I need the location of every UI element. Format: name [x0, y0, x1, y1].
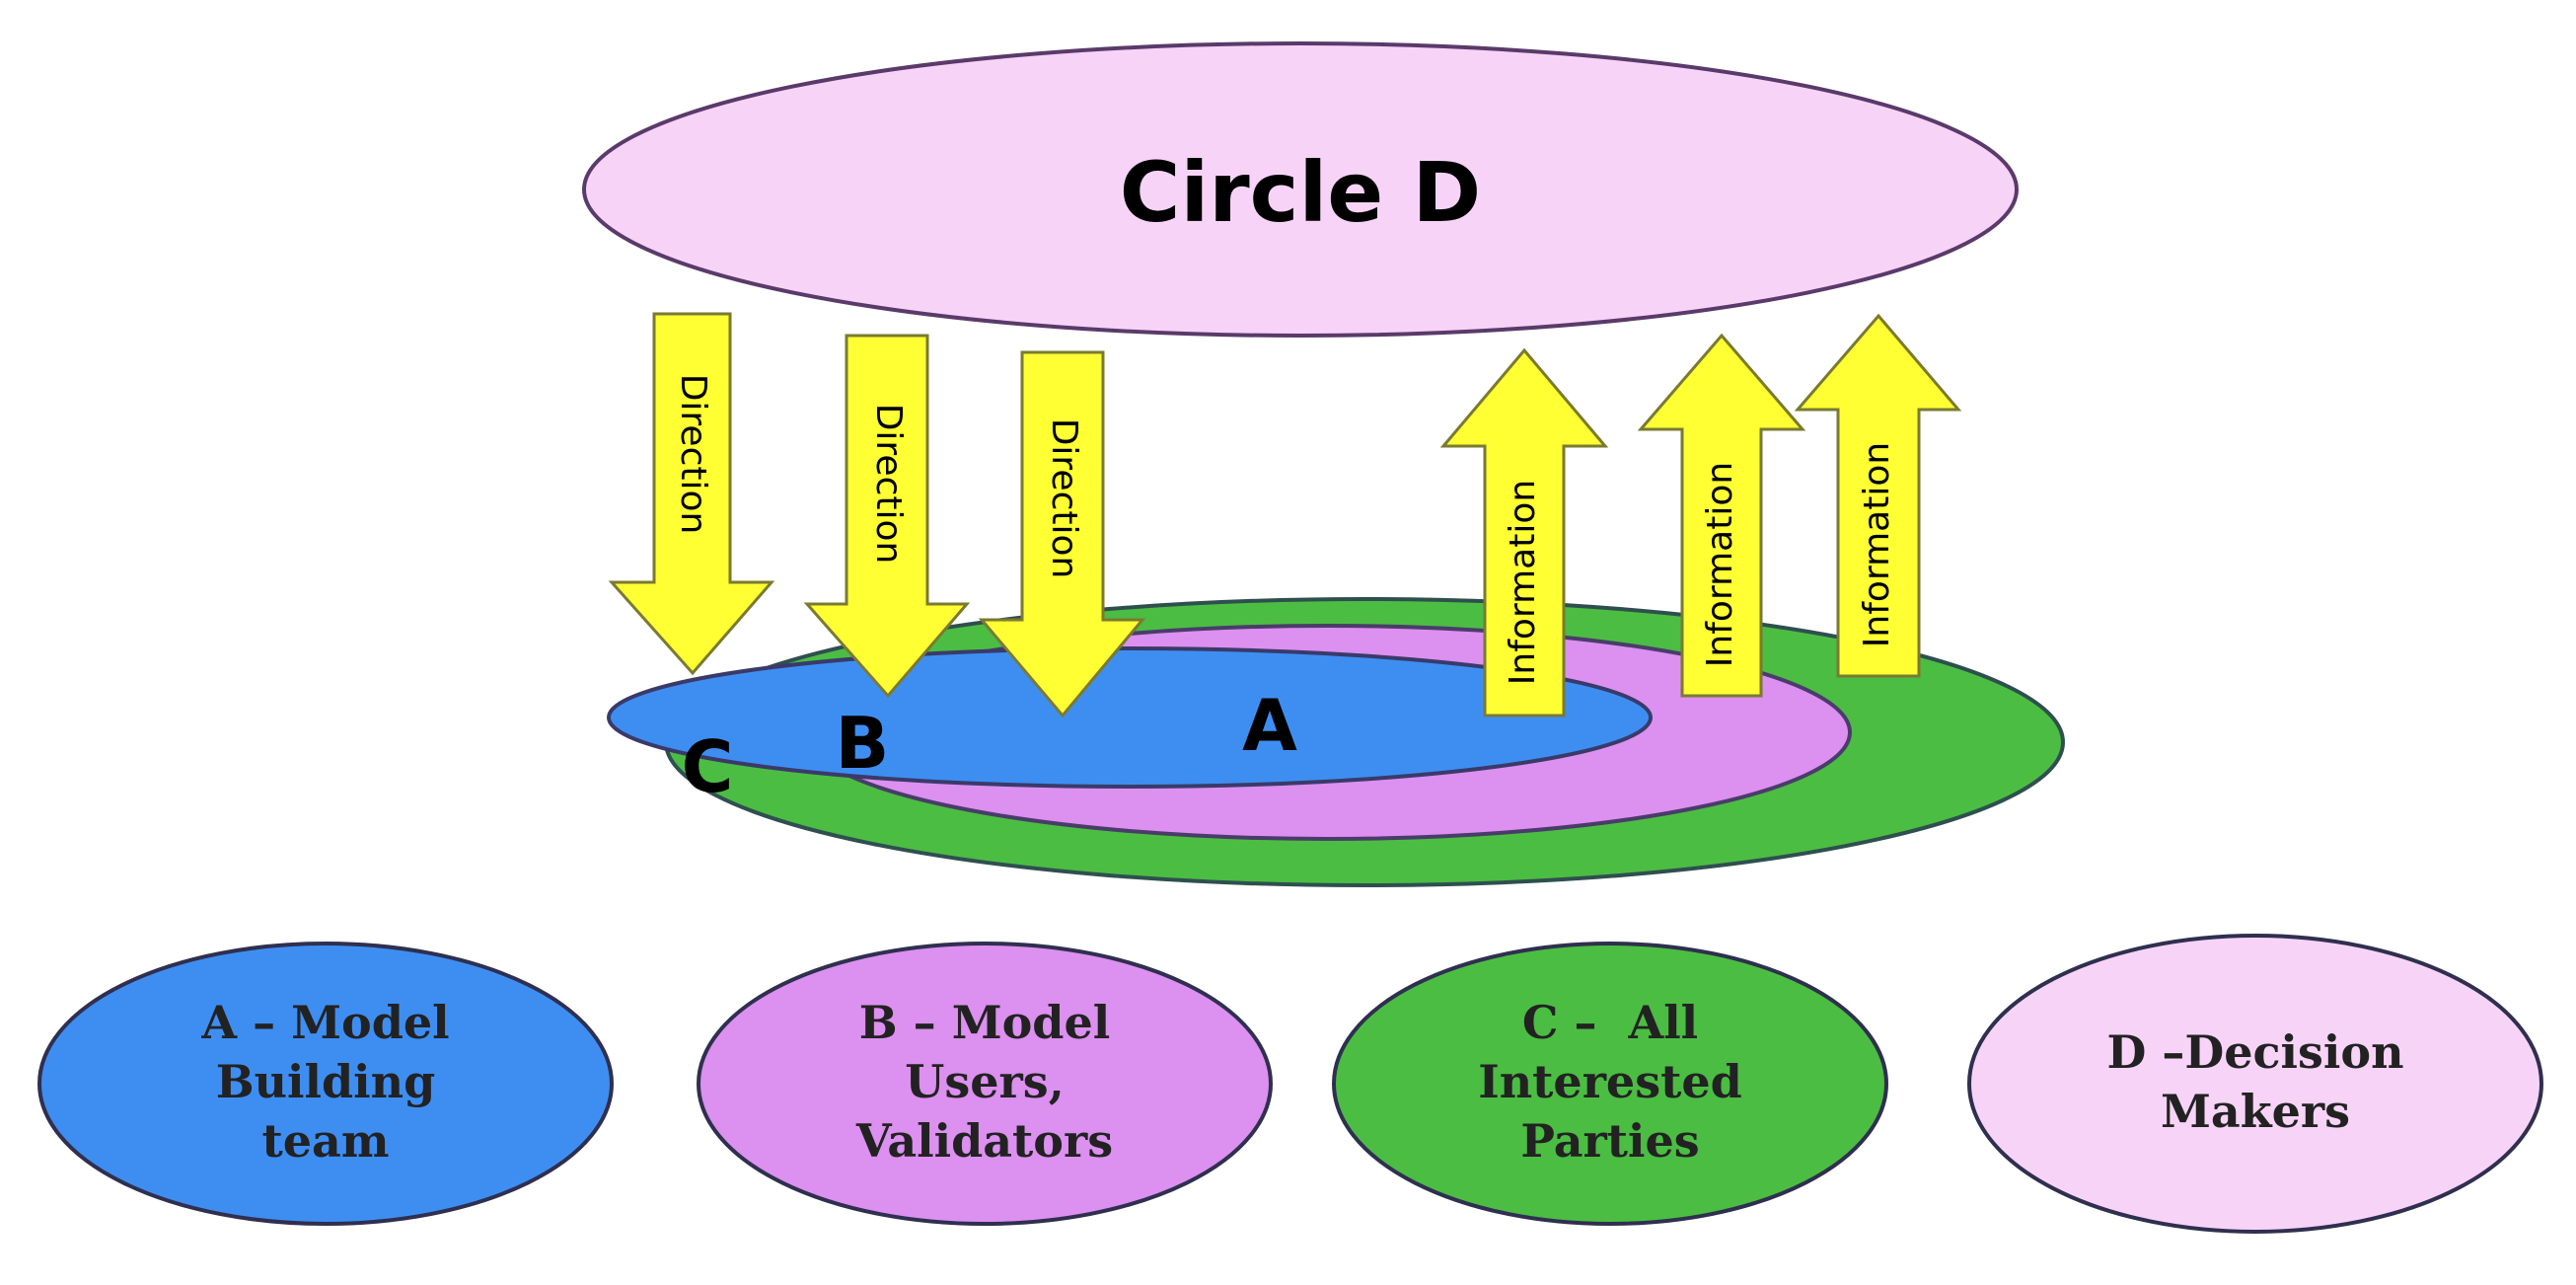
legend-c-line-1: C – All [1522, 996, 1698, 1049]
direction-arrow-3: Direction [978, 350, 1146, 718]
information-arrow-3-label: Information [1857, 442, 1897, 647]
legend-a-ellipse [37, 942, 614, 1226]
legend-d-line-2: Makers [2161, 1085, 2350, 1138]
information-arrow-1: Information [1439, 347, 1609, 718]
ring-c-label: C [682, 725, 734, 808]
legend-a-line-2: Building [216, 1055, 436, 1108]
legend-d-line-1: D –Decision [2106, 1025, 2403, 1079]
legend-a-line-1: A – Model [200, 996, 449, 1049]
legend-a: A – Model Building team [37, 942, 614, 1226]
information-arrow-2: Information [1637, 333, 1806, 698]
legend-c-line-2: Interested [1478, 1055, 1742, 1108]
direction-arrow-2: Direction [803, 334, 971, 699]
down-arrow-icon [978, 350, 1146, 718]
legend-c-line-3: Parties [1520, 1114, 1699, 1168]
legend-b-line-3: Validators [855, 1114, 1113, 1168]
legend-c-ellipse [1332, 942, 1888, 1226]
up-arrow-icon [1439, 347, 1609, 718]
direction-arrow-3-label: Direction [1044, 418, 1084, 579]
down-arrow-icon [608, 312, 775, 676]
up-arrow-icon [1794, 313, 1962, 678]
information-arrow-2-label: Information [1700, 462, 1740, 667]
direction-arrow-1: Direction [608, 312, 775, 676]
up-arrow-icon [1637, 333, 1806, 698]
ring-b-label: B [836, 702, 890, 785]
direction-arrow-1-label: Direction [673, 374, 713, 535]
legend: A – Model Building team B – Model Users,… [37, 934, 2543, 1234]
direction-arrow-2-label: Direction [868, 404, 909, 565]
legend-a-line-3: team [262, 1114, 390, 1168]
information-arrow-1-label: Information [1503, 480, 1543, 685]
legend-b-ellipse [697, 942, 1273, 1226]
circle-d-ellipse [582, 41, 2019, 338]
legend-b: B – Model Users, Validators [697, 942, 1273, 1226]
legend-b-line-2: Users, [905, 1055, 1064, 1108]
legend-c: C – All Interested Parties [1332, 942, 1888, 1226]
down-arrow-icon [803, 334, 971, 699]
information-arrow-3: Information [1794, 313, 1962, 678]
information-arrows: Information Information Information [1439, 313, 1962, 718]
legend-b-line-1: B – Model [859, 996, 1110, 1049]
ring-a-label: A [1242, 684, 1297, 767]
legend-d: D –Decision Makers [1967, 934, 2543, 1234]
circle-d: Circle D [582, 41, 2019, 338]
circle-d-title: Circle D [1120, 144, 1481, 241]
ring-a [607, 646, 1653, 789]
direction-arrows: Direction Direction Direction [608, 312, 1146, 718]
legend-d-ellipse [1967, 934, 2543, 1234]
